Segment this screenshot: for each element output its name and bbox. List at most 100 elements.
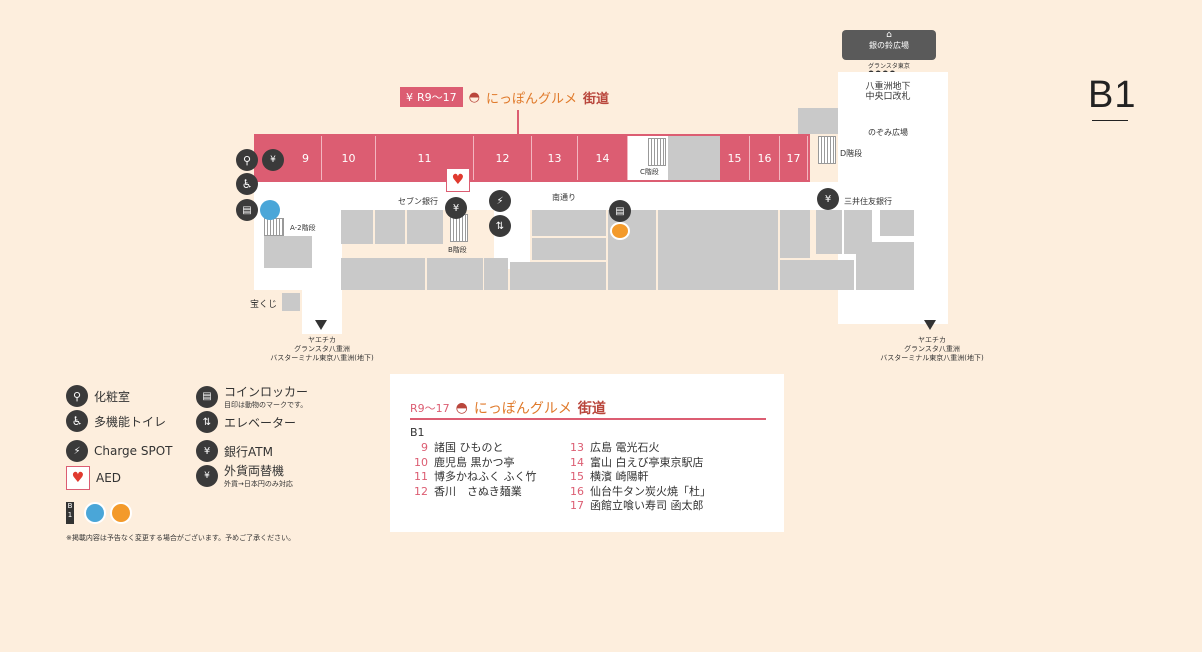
atm-icon[interactable]: ¥ xyxy=(445,197,467,219)
box-range: R9～17 xyxy=(410,402,450,415)
block xyxy=(780,210,810,258)
box-header: R9～17 ◓ にっぽん グルメ 街道 xyxy=(410,398,606,418)
bowl-icon: ◓ xyxy=(455,400,468,416)
elevator-icon: ⇅ xyxy=(196,411,218,433)
block xyxy=(484,258,508,290)
bowl-icon: ◓ xyxy=(468,89,480,105)
box-divider xyxy=(410,418,766,420)
cutlery-icon: ¥ xyxy=(406,90,413,104)
exchange-icon[interactable]: ¥ xyxy=(262,149,284,171)
locker-icon[interactable]: ▤ xyxy=(236,199,258,221)
atm-icon[interactable]: ¥ xyxy=(817,188,839,210)
seven-bank-label: セブン銀行 xyxy=(398,197,438,206)
dolphin-icon xyxy=(84,502,106,524)
block xyxy=(798,108,838,134)
accessible-toilet-icon: ♿ xyxy=(66,410,88,432)
block xyxy=(856,242,914,290)
block xyxy=(510,262,606,290)
shop-10[interactable]: 10 xyxy=(322,136,376,180)
shop-15[interactable]: 15 xyxy=(720,136,750,180)
box-brand-c: 街道 xyxy=(577,401,606,417)
legend-locker: ▤ コインロッカー 目印は動物のマークです。 xyxy=(196,383,308,410)
locker-icon: ▤ xyxy=(196,385,218,408)
shop-9[interactable]: 9 xyxy=(290,136,322,180)
a2-stairs-label: A-2階段 xyxy=(290,224,316,232)
b-stairs-label: B階段 xyxy=(448,246,467,254)
bell-icon: ⌂ xyxy=(886,30,892,40)
nozomi-label: のぞみ広場 xyxy=(868,128,908,137)
block xyxy=(282,293,300,311)
a2-stairs-icon xyxy=(264,218,284,236)
block xyxy=(341,258,425,290)
charge-icon: ⚡ xyxy=(66,440,88,462)
exit-right-label: ヤエチカ グランスタ八重洲 バスターミナル東京八重洲(地下) xyxy=(880,336,984,362)
disclaimer-note: ※掲載内容は予告なく変更する場合がございます。予めご了承ください。 xyxy=(66,534,296,542)
toilet-icon[interactable]: ⚲ xyxy=(236,149,258,171)
dolphin-icon xyxy=(260,200,280,220)
box-floor: B1 xyxy=(410,426,425,439)
box-brand-b: グルメ xyxy=(529,401,572,417)
plaza-sign: ⌂ 銀の鈴広場 xyxy=(842,30,936,60)
block xyxy=(427,258,483,290)
floor-underline xyxy=(1092,120,1128,121)
d-stairs-label: D階段 xyxy=(840,149,863,158)
banner-range: ¥R9～17 xyxy=(400,87,463,107)
banner-brand-b: グルメ xyxy=(538,91,578,107)
d-stairs-icon xyxy=(818,136,836,164)
legend-b1-tag: B 1 xyxy=(66,502,74,524)
c-stairs-icon xyxy=(648,138,666,166)
block xyxy=(780,260,854,290)
exchange-icon: ¥ xyxy=(196,464,218,487)
shop-12[interactable]: 12 xyxy=(474,136,532,180)
plaza-name: 銀の鈴広場 xyxy=(869,41,909,50)
legend-toilet: ⚲ 化粧室 xyxy=(66,385,130,407)
block xyxy=(407,210,443,244)
shop-13[interactable]: 13 xyxy=(532,136,578,180)
exit-left-label: ヤエチカ グランスタ八重洲 バスターミナル東京八重洲(地下) xyxy=(270,336,374,362)
exit-left-arrow[interactable] xyxy=(315,320,327,330)
aed-icon: ♥ xyxy=(66,466,90,490)
locker-icon[interactable]: ▤ xyxy=(609,200,631,222)
smbc-label: 三井住友銀行 xyxy=(844,197,892,206)
shop-14[interactable]: 14 xyxy=(578,136,628,180)
charge-icon[interactable]: ⚡ xyxy=(489,190,511,212)
legend-exchange: ¥ 外貨両替機 外貨→日本円のみ対応 xyxy=(196,462,293,489)
block xyxy=(816,210,842,254)
toilet-icon: ⚲ xyxy=(66,385,88,407)
block xyxy=(532,210,606,236)
clownfish-icon xyxy=(610,222,630,240)
c-area-block xyxy=(668,136,720,180)
gate-label: 八重洲地下 中央口改札 xyxy=(865,82,911,102)
block xyxy=(264,236,312,268)
block xyxy=(375,210,405,244)
clownfish-icon xyxy=(110,502,132,524)
legend-elevator: ⇅ エレベーター xyxy=(196,411,296,433)
shop-17[interactable]: 17 xyxy=(780,136,808,180)
accessible-toilet-icon[interactable]: ♿ xyxy=(236,173,258,195)
corridor-main xyxy=(254,182,914,210)
aed-icon[interactable]: ♥ xyxy=(446,168,470,192)
banner-brand-a: にっぽん xyxy=(485,91,538,107)
exit-right-arrow[interactable] xyxy=(924,320,936,330)
banner-pointer xyxy=(517,110,519,134)
elevator-icon[interactable]: ⇅ xyxy=(489,215,511,237)
legend-accessible-toilet: ♿ 多機能トイレ xyxy=(66,410,166,432)
minami-dori-label: 南通り xyxy=(552,193,576,202)
banner-brand-c: 街道 xyxy=(583,91,610,107)
box-brand-a: にっぽん xyxy=(473,401,530,417)
legend-aed: ♥ AED xyxy=(66,466,121,490)
shop-16[interactable]: 16 xyxy=(750,136,780,180)
floor-label: B1 xyxy=(1088,74,1137,116)
